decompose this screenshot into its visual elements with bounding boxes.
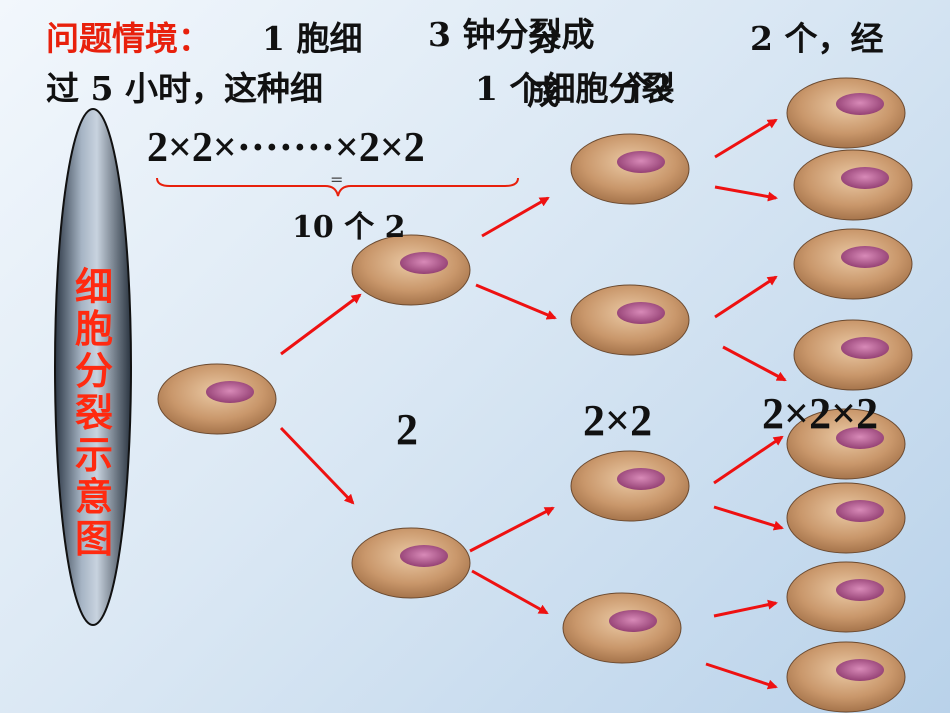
cell bbox=[793, 149, 913, 221]
brace bbox=[156, 177, 519, 197]
nucleus bbox=[836, 659, 884, 681]
arrow bbox=[713, 505, 784, 531]
nucleus bbox=[836, 500, 884, 522]
cell bbox=[786, 561, 906, 633]
nucleus bbox=[841, 167, 889, 189]
arrow bbox=[722, 345, 787, 382]
cell bbox=[562, 592, 682, 664]
arrow bbox=[475, 283, 557, 320]
nucleus bbox=[617, 151, 665, 173]
side-label: 细胞分裂示意图 bbox=[74, 265, 113, 561]
nucleus bbox=[617, 468, 665, 490]
division-arrows bbox=[279, 118, 787, 690]
cell bbox=[786, 408, 906, 480]
nucleus bbox=[836, 427, 884, 449]
cell bbox=[351, 527, 471, 599]
problem-text: 成 bbox=[527, 73, 560, 112]
generation-label-1: 2 bbox=[396, 405, 418, 454]
arrow bbox=[705, 662, 778, 690]
arrow bbox=[471, 569, 549, 615]
arrow bbox=[469, 506, 555, 553]
arrow bbox=[481, 196, 550, 238]
arrow bbox=[280, 293, 362, 356]
arrow bbox=[713, 435, 784, 485]
cell bbox=[570, 133, 690, 205]
cells bbox=[157, 77, 913, 713]
problem-text: 1 个细胞分裂 bbox=[475, 69, 675, 108]
cell bbox=[157, 363, 277, 435]
nucleus bbox=[400, 252, 448, 274]
problem-heading: 问题情境： bbox=[46, 19, 211, 58]
problem-text: 过 5 小时，这种细 bbox=[46, 69, 323, 108]
cell bbox=[786, 641, 906, 713]
arrow bbox=[714, 118, 778, 159]
cell bbox=[570, 450, 690, 522]
cell bbox=[793, 319, 913, 391]
formula-equals: = bbox=[330, 170, 344, 189]
cell bbox=[793, 228, 913, 300]
cell bbox=[570, 284, 690, 356]
cell bbox=[786, 77, 906, 149]
cell bbox=[351, 234, 471, 306]
problem-text: 1 胞细 bbox=[262, 19, 363, 58]
nucleus bbox=[400, 545, 448, 567]
problem-text: 2 个，经 bbox=[750, 19, 884, 58]
problem-text: 3 钟分裂成 bbox=[428, 15, 595, 54]
generation-label-3: 2×2×2 bbox=[762, 389, 879, 438]
nucleus bbox=[836, 579, 884, 601]
cell bbox=[786, 482, 906, 554]
problem-text: 个？ bbox=[620, 69, 686, 108]
side-label-pill bbox=[54, 108, 132, 626]
arrow bbox=[713, 599, 778, 618]
formula-expression: 2×2×·······×2×2 bbox=[147, 125, 425, 171]
nucleus bbox=[841, 337, 889, 359]
arrow bbox=[714, 275, 778, 319]
formula-count-label: 10 个 2 bbox=[292, 210, 406, 245]
arrow bbox=[714, 185, 778, 202]
arrow bbox=[279, 426, 355, 505]
nucleus bbox=[836, 93, 884, 115]
nucleus bbox=[609, 610, 657, 632]
nucleus bbox=[617, 302, 665, 324]
generation-label-2: 2×2 bbox=[583, 396, 653, 445]
problem-text: 分 bbox=[528, 19, 561, 58]
nucleus bbox=[841, 246, 889, 268]
nucleus bbox=[206, 381, 254, 403]
